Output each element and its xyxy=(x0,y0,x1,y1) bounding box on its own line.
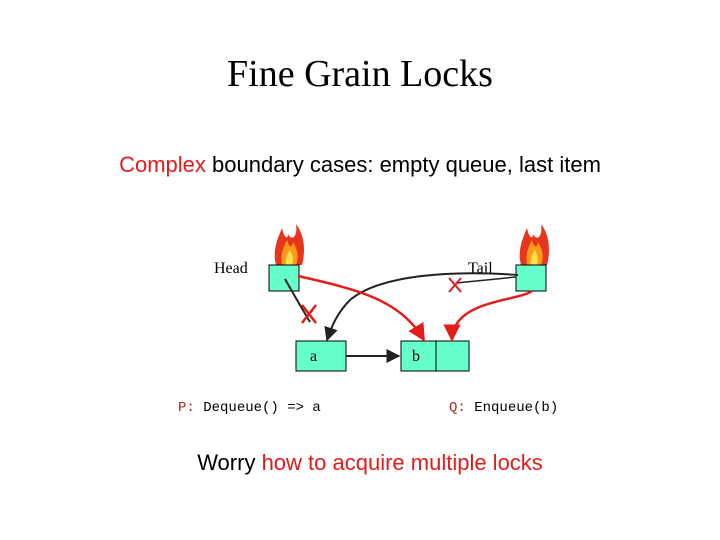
footer-lead: Worry xyxy=(197,450,262,475)
cross-mark-icon xyxy=(301,304,317,324)
footer-note: Worry how to acquire multiple locks xyxy=(0,450,720,476)
footer-highlight: how to acquire multiple locks xyxy=(261,450,543,475)
subtitle: Complex boundary cases: empty queue, las… xyxy=(0,152,720,178)
q-operation: Q: Enqueue(b) xyxy=(449,400,558,416)
p-operation: P: Dequeue() => a xyxy=(178,400,321,416)
q-prefix: Q: xyxy=(449,400,466,416)
slide-title: Fine Grain Locks xyxy=(227,53,493,95)
node-b xyxy=(400,340,470,372)
tail-to-b-next-arrow xyxy=(443,289,533,342)
head-to-b-arrow xyxy=(297,274,426,342)
node-b-label: b xyxy=(412,348,420,365)
subtitle-rest: boundary cases: empty queue, last item xyxy=(205,152,601,177)
node-a-label: a xyxy=(310,348,317,365)
head-box xyxy=(268,264,300,292)
head-label: Head xyxy=(214,260,248,277)
flame-icon xyxy=(274,224,304,265)
p-prefix: P: xyxy=(178,400,195,416)
tail-old-link-arrow xyxy=(455,276,517,284)
node-a xyxy=(295,340,347,372)
p-text: Dequeue() => a xyxy=(195,400,321,416)
q-text: Enqueue(b) xyxy=(466,400,558,416)
cross-mark-icon xyxy=(448,277,462,293)
tail-to-a-arrow xyxy=(324,272,519,342)
head-to-a-arrow xyxy=(284,278,311,323)
flame-icon xyxy=(519,224,549,265)
subtitle-highlight: Complex xyxy=(119,152,206,177)
tail-box xyxy=(515,264,547,292)
